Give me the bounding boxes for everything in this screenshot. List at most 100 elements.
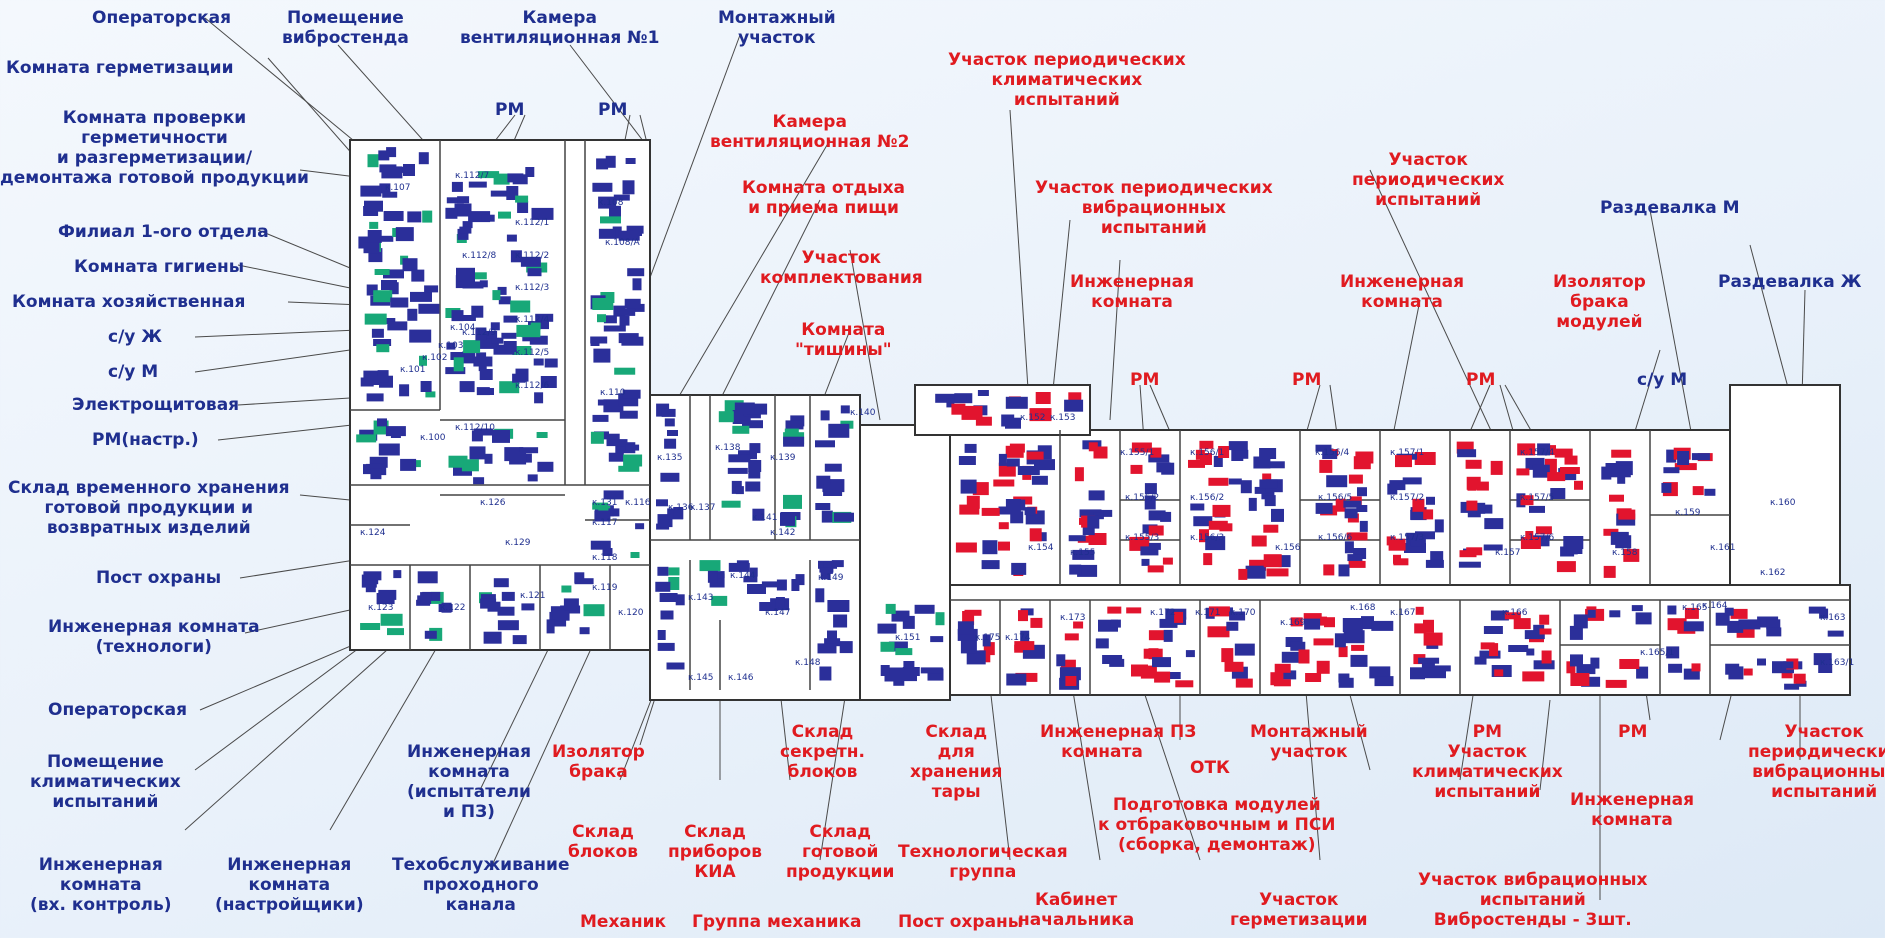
furniture-item — [1361, 616, 1374, 630]
room-number: к.156/2 — [1190, 493, 1224, 503]
furniture-item — [664, 418, 675, 427]
furniture-item — [1344, 508, 1358, 519]
furniture-item — [1414, 452, 1436, 465]
furniture-item — [383, 269, 404, 279]
furniture-item — [377, 235, 394, 242]
furniture-item — [1483, 544, 1503, 551]
furniture-item — [1338, 677, 1354, 688]
furniture-item — [831, 560, 844, 568]
furniture-item — [1207, 626, 1230, 638]
furniture-item — [1601, 466, 1612, 480]
room-number: к.169 — [1280, 618, 1306, 628]
furniture-item — [1484, 518, 1504, 530]
room-number: к.173 — [1060, 613, 1085, 623]
furniture-item — [1199, 440, 1214, 449]
room-number: к.124 — [360, 528, 386, 538]
furniture-item — [823, 484, 843, 496]
furniture-item — [675, 594, 685, 606]
room-number: к.107 — [385, 183, 410, 193]
furniture-item — [1322, 451, 1338, 459]
label-eng-incoming: Инженерная комната (вх. контроль) — [30, 855, 172, 915]
furniture-item — [1489, 643, 1499, 657]
label-rm-setup: РМ(настр.) — [92, 430, 199, 450]
furniture-item — [506, 234, 517, 242]
label-pz: ПЗ — [1170, 722, 1197, 742]
furniture-item — [1164, 672, 1181, 679]
furniture-item — [966, 495, 980, 509]
room-number: к.172 — [1150, 608, 1175, 618]
furniture-item — [954, 394, 967, 402]
furniture-item — [525, 167, 535, 177]
furniture-item — [459, 226, 472, 234]
furniture-item — [1065, 676, 1077, 686]
furniture-item — [1240, 480, 1252, 494]
furniture-item — [1251, 535, 1267, 547]
furniture-item — [1030, 617, 1043, 628]
furniture-item — [1618, 509, 1636, 520]
furniture-item — [622, 180, 635, 195]
furniture-item — [1818, 665, 1833, 673]
furniture-item — [1539, 614, 1550, 625]
furniture-item — [600, 216, 621, 224]
furniture-item — [1159, 618, 1178, 628]
label-mechanic: Механик — [580, 912, 667, 932]
furniture-item — [664, 438, 677, 449]
furniture-item — [1704, 488, 1716, 496]
furniture-item — [1609, 494, 1624, 502]
furniture-item — [1490, 460, 1503, 475]
room-number: к.165 — [1682, 603, 1707, 613]
furniture-item — [385, 426, 406, 437]
furniture-item — [533, 358, 544, 366]
furniture-item — [1208, 606, 1230, 617]
room-number: к.139 — [770, 453, 796, 463]
furniture-item — [745, 481, 761, 492]
furniture-item — [1490, 610, 1509, 621]
furniture-item — [955, 542, 977, 553]
furniture-item — [1316, 660, 1330, 674]
furniture-item — [1208, 477, 1229, 486]
label-security-bottom: Пост охраны — [898, 912, 1024, 932]
furniture-item — [1263, 554, 1282, 568]
furniture-item — [483, 631, 502, 644]
furniture-item — [1088, 490, 1105, 501]
furniture-item — [1661, 482, 1672, 493]
furniture-item — [1150, 447, 1162, 458]
room-number: к.112/10 — [455, 423, 495, 433]
furniture-item — [624, 298, 641, 309]
furniture-item — [1073, 621, 1084, 629]
room-number: к.157/4 — [1520, 448, 1555, 458]
furniture-item — [972, 482, 989, 496]
furniture-item — [1005, 396, 1028, 409]
furniture-item — [1064, 399, 1084, 412]
furniture-item — [903, 661, 915, 672]
label-rm-3: РМ — [1466, 370, 1496, 390]
label-hygiene-room: Комната гигиены — [74, 257, 245, 277]
furniture-item — [1564, 455, 1578, 465]
furniture-item — [1205, 536, 1226, 551]
furniture-item — [579, 627, 590, 635]
furniture-item — [785, 420, 804, 430]
label-kitting-area: Участок комплектования — [760, 248, 923, 288]
furniture-item — [363, 571, 382, 581]
furniture-item — [957, 621, 974, 635]
furniture-item — [1532, 464, 1550, 478]
furniture-item — [380, 613, 403, 626]
furniture-item — [1466, 500, 1478, 511]
furniture-item — [446, 342, 456, 350]
furniture-item — [457, 228, 469, 240]
furniture-item — [1290, 617, 1303, 627]
furniture-item — [1619, 659, 1640, 669]
furniture-item — [784, 428, 799, 436]
furniture-item — [752, 508, 765, 521]
furniture-item — [418, 152, 429, 165]
furniture-item — [1691, 453, 1710, 461]
furniture-item — [1009, 443, 1025, 453]
room-number: к.112/1 — [515, 218, 549, 228]
furniture-item — [1566, 542, 1583, 554]
furniture-item — [400, 458, 417, 471]
furniture-item — [473, 356, 493, 367]
furniture-item — [1466, 547, 1483, 556]
furniture-item — [815, 588, 825, 603]
room-number: к.100 — [420, 433, 446, 443]
furniture-item — [1412, 498, 1425, 512]
